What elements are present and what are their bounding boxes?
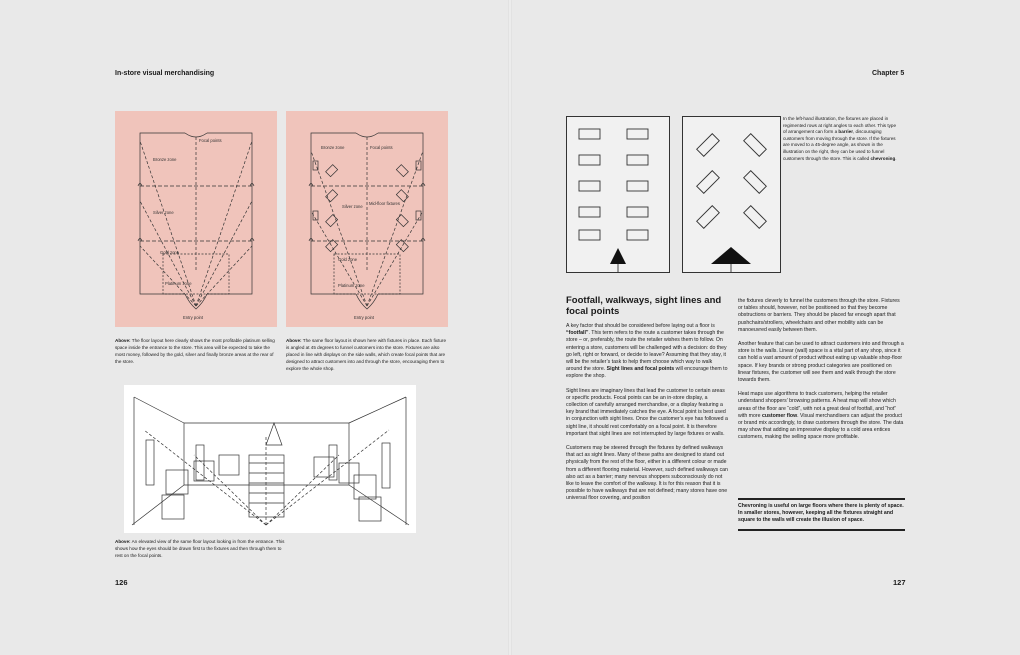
label-focal-points: Focal points: [199, 138, 222, 143]
body-para-fixtures: the fixtures cleverly to funnel the cust…: [738, 298, 900, 333]
label-gold-zone: Gold zone: [338, 257, 358, 262]
floor-plan-fixtures: Focal points Bronze zone Silver zone Mid…: [286, 111, 448, 327]
caption-floor-zones: Above: The floor layout here clearly sho…: [115, 338, 275, 365]
section-heading: Footfall, walkways, sight lines and foca…: [566, 295, 722, 317]
body-para-heat-maps: Heat maps use algorithms to track custom…: [738, 391, 904, 441]
layout-chevroning: [682, 116, 781, 279]
running-head-left: In-store visual merchandising: [115, 70, 215, 77]
label-entry-point: Entry point: [183, 315, 204, 320]
label-bronze-zone: Bronze zone: [321, 145, 345, 150]
folio-left: 126: [115, 578, 128, 587]
label-silver-zone: Silver zone: [153, 210, 174, 215]
folio-right: 127: [893, 578, 906, 587]
layout-chevroning-drawing: [696, 133, 767, 279]
body-column-1: A key factor that should be considered b…: [566, 323, 729, 510]
running-head-right: Chapter 5: [872, 70, 905, 77]
label-platinum-zone: Platinum zone: [338, 283, 365, 288]
floor-plan-fixtures-drawing: Focal points Bronze zone Silver zone Mid…: [308, 132, 426, 320]
left-page: In-store visual merchandising: [115, 70, 448, 587]
label-gold-zone: Gold zone: [160, 250, 180, 255]
body-para-sight-lines: Sight lines are imaginary lines that lea…: [566, 387, 728, 437]
elevated-view-drawing: [131, 396, 410, 526]
label-bronze-zone: Bronze zone: [153, 157, 177, 162]
caption-floor-fixtures: Above: The same floor layout is shown he…: [286, 338, 447, 372]
layout-right-angles-drawing: [578, 128, 649, 279]
body-column-2: the fixtures cleverly to funnel the cust…: [738, 298, 905, 449]
caption-elevated-view: Above: An elevated view of the same floo…: [115, 539, 285, 559]
book-gutter: [508, 0, 512, 655]
body-para-walls: Another feature that can be used to attr…: [738, 341, 904, 384]
label-platinum-zone: Platinum zone: [165, 281, 192, 286]
label-focal-points: Focal points: [370, 145, 393, 150]
body-para-walkways: Customers may be steered through the fix…: [566, 445, 728, 502]
chevroning-explanation: In the left-hand illustration, the fixtu…: [783, 116, 897, 161]
body-para-footfall: A key factor that should be considered b…: [566, 323, 728, 380]
layout-right-angles: [566, 116, 670, 279]
label-silver-zone: Silver zone: [342, 204, 363, 209]
floor-plan-zones: Focal points Bronze zone Silver zone Gol…: [115, 111, 277, 327]
label-entry-point: Entry point: [354, 315, 375, 320]
elevated-view-sketch: [124, 385, 416, 533]
chevroning-callout: Chevroning is useful on large floors whe…: [738, 498, 905, 531]
label-mid-floor-fixtures: Mid-floor fixtures: [369, 201, 400, 206]
floor-plan-zones-drawing: Focal points Bronze zone Silver zone Gol…: [137, 132, 255, 320]
